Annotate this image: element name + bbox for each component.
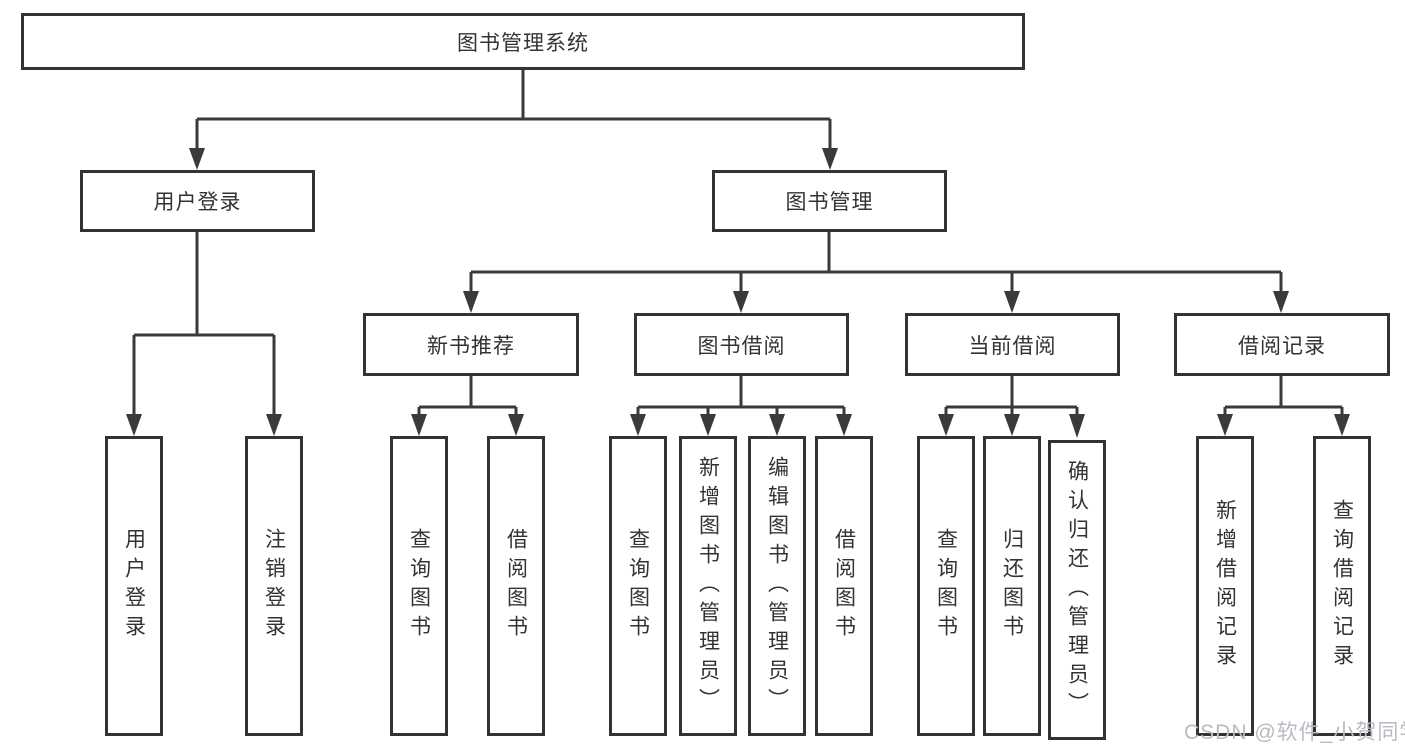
connector-borrow-record-branch bbox=[1223, 376, 1344, 418]
leaf-return-books: 归还图书 bbox=[983, 436, 1041, 736]
leaf-label: 编辑图书（管理员） bbox=[765, 455, 789, 717]
arrowheads bbox=[126, 148, 1350, 438]
node-book-management: 图书管理 bbox=[712, 170, 947, 232]
leaf-label: 新增借阅记录 bbox=[1213, 499, 1237, 673]
node-book-borrowing: 图书借阅 bbox=[634, 313, 849, 376]
leaf-label: 确认归还（管理员） bbox=[1065, 459, 1089, 721]
connector-book-borrow-branch bbox=[636, 376, 846, 418]
leaf-label: 用户登录 bbox=[122, 528, 146, 644]
leaf-label: 归还图书 bbox=[1000, 528, 1024, 644]
leaf-label: 新增图书（管理员） bbox=[696, 455, 720, 717]
node-borrow-records: 借阅记录 bbox=[1174, 313, 1390, 376]
leaf-label: 查询借阅记录 bbox=[1330, 499, 1354, 673]
leaf-label: 查询图书 bbox=[626, 528, 650, 644]
leaf-confirm-return-admin: 确认归还（管理员） bbox=[1048, 440, 1106, 740]
leaf-query-books-1: 查询图书 bbox=[390, 436, 448, 736]
leaf-borrow-books-1: 借阅图书 bbox=[487, 436, 545, 736]
leaf-label: 借阅图书 bbox=[832, 528, 856, 644]
leaf-query-books-2: 查询图书 bbox=[609, 436, 667, 736]
leaf-label: 借阅图书 bbox=[504, 528, 528, 644]
csdn-watermark: CSDN @软件_小贺同学 bbox=[1184, 721, 1405, 744]
connector-user-login-branch bbox=[132, 232, 276, 418]
leaf-user-login: 用户登录 bbox=[105, 436, 163, 736]
leaf-label: 查询图书 bbox=[934, 528, 958, 644]
connector-current-borrow-branch bbox=[944, 376, 1079, 418]
leaf-add-books-admin: 新增图书（管理员） bbox=[679, 436, 737, 736]
leaf-label: 查询图书 bbox=[407, 528, 431, 644]
connector-root-branch bbox=[195, 70, 832, 150]
connector-book-mgmt-branch bbox=[469, 232, 1283, 295]
leaf-edit-books-admin: 编辑图书（管理员） bbox=[748, 436, 806, 736]
leaf-borrow-books-2: 借阅图书 bbox=[815, 436, 873, 736]
leaf-add-borrow-record: 新增借阅记录 bbox=[1196, 436, 1254, 736]
node-user-login-group: 用户登录 bbox=[80, 170, 315, 232]
leaf-label: 注销登录 bbox=[262, 528, 286, 644]
leaf-logout: 注销登录 bbox=[245, 436, 303, 736]
node-root: 图书管理系统 bbox=[21, 13, 1025, 70]
connector-new-book-branch bbox=[417, 376, 518, 418]
leaf-query-books-3: 查询图书 bbox=[917, 436, 975, 736]
leaf-query-borrow-record: 查询借阅记录 bbox=[1313, 436, 1371, 736]
node-current-borrowing: 当前借阅 bbox=[905, 313, 1120, 376]
node-new-book-recommend: 新书推荐 bbox=[363, 313, 579, 376]
